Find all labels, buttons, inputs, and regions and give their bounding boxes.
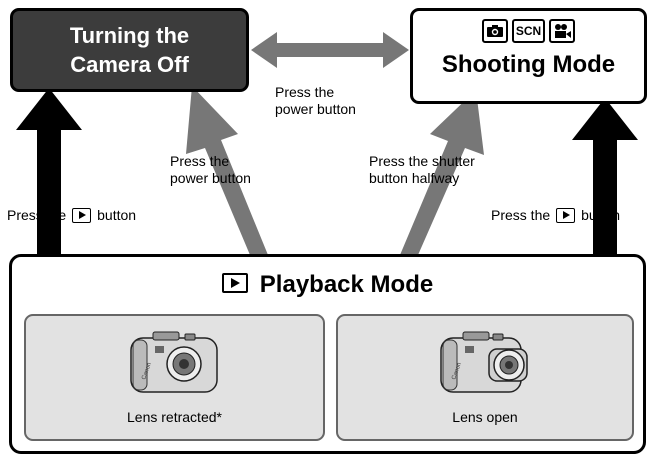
arrow-shooting-playback [572, 98, 638, 312]
label-shutter-halfway: Press the shutter button halfway [369, 153, 475, 186]
camera-lens-retracted-image: Canon [129, 331, 218, 393]
arrow-playback-to-shooting [400, 90, 484, 255]
arrow-playback-to-off [186, 86, 268, 255]
arrow-off-playback [16, 88, 82, 312]
shooting-mode-icons: SCN [413, 19, 644, 47]
playback-icon [221, 272, 248, 293]
shooting-mode-box: SCN Shooting Mode [410, 8, 647, 104]
playback-mode-box: Playback Mode Canon Lens retracted* Ca [9, 254, 646, 454]
playback-mode-heading: Playback Mode [12, 271, 643, 299]
shooting-mode-title: Shooting Mode [441, 51, 616, 78]
movie-icon [549, 19, 576, 43]
lens-retracted-label: Lens retracted* [127, 409, 222, 425]
svg-text:Canon: Canon [451, 362, 463, 381]
arrow-off-shooting [251, 32, 409, 68]
camera-lens-open-image: Canon [440, 331, 528, 393]
camera-icon [481, 19, 508, 43]
svg-text:Canon: Canon [141, 362, 153, 381]
camera-off-box: Turning the Camera Off [10, 8, 249, 92]
camera-off-title-line1: Turning the [69, 23, 190, 48]
label-power-off-from-shooting: Press the power button [275, 84, 356, 117]
lens-open-label: Lens open [452, 409, 518, 425]
label-power-off-from-playback: Press the power button [170, 153, 251, 186]
scn-icon: SCN [511, 19, 546, 43]
camera-off-title-line2: Camera Off [70, 52, 189, 77]
playback-button-icon [556, 207, 576, 223]
playback-mode-title: Playback Mode [259, 271, 434, 298]
lens-retracted-panel: Canon Lens retracted* [24, 314, 325, 441]
playback-button-icon [72, 207, 92, 223]
lens-open-panel: Canon Lens open [336, 314, 634, 441]
